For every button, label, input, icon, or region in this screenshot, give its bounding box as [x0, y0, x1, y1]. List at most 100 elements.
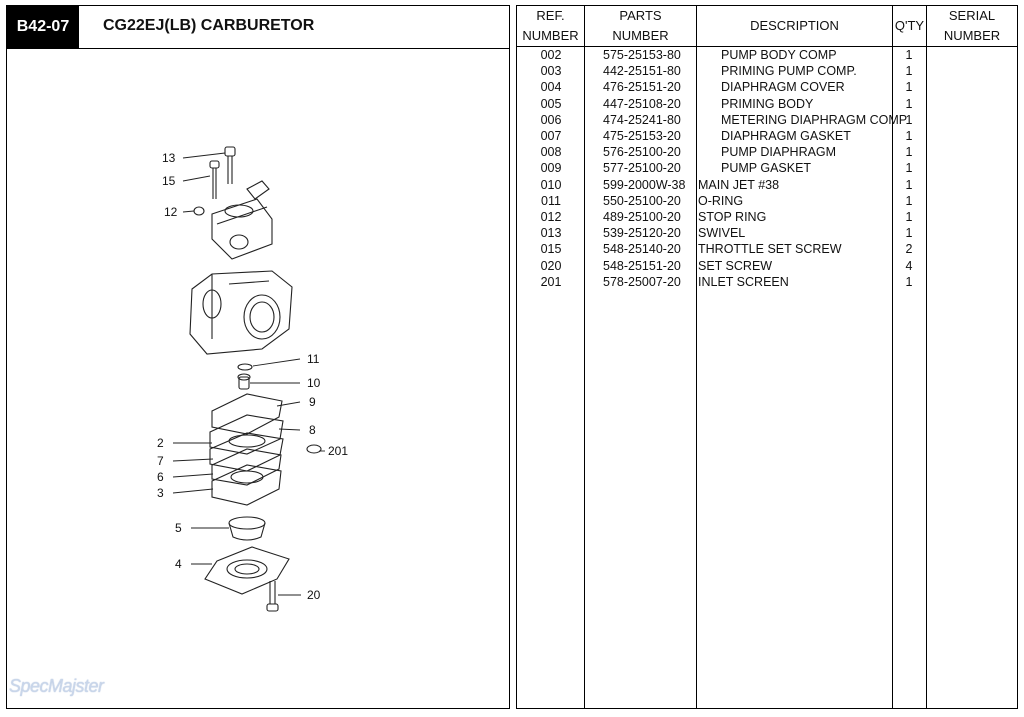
cell-part-number: 578-25007-20: [603, 274, 681, 289]
cell-qty: 2: [905, 242, 913, 257]
cell-description: STOP RING: [698, 210, 767, 224]
cell-part-number: 577-25100-20: [603, 161, 681, 176]
cell-qty: 1: [905, 226, 913, 241]
cell-description: THROTTLE SET SCREW: [698, 242, 842, 257]
cell-ref-number: 002: [540, 48, 562, 62]
cell-part-number: 442-25151-80: [603, 64, 681, 79]
screw-13-icon: [224, 146, 236, 184]
watermark-logo: SpecMajster: [9, 676, 104, 696]
cell-description: SWIVEL: [698, 226, 746, 241]
cell-ref-number: 003: [540, 64, 562, 79]
page-title: CG22EJ(LB) CARBURETOR: [103, 17, 315, 34]
main-jet-10-icon: [237, 373, 251, 390]
callout-9: 9: [309, 395, 316, 409]
cover-4-icon: [204, 546, 290, 595]
callout-8: 8: [309, 423, 316, 437]
header-ref-number: REF.NUMBER: [522, 8, 579, 43]
cell-qty: 4: [905, 258, 913, 273]
callout-13: 13: [162, 151, 176, 165]
cell-qty: 1: [905, 274, 913, 289]
cell-description: DIAPHRAGM GASKET: [721, 129, 851, 143]
cell-ref-number: 011: [541, 193, 561, 208]
cell-qty: 1: [905, 193, 913, 208]
cell-part-number: 548-25140-20: [603, 242, 681, 257]
table-row: 007 475-25153-20 DIAPHRAGM GASKET 1: [517, 128, 1017, 144]
header-description: DESCRIPTION: [750, 18, 839, 33]
exploded-parts-diagram: 13 15 12 11 10 9 8 2 201 7 6 3 5 4 20: [157, 146, 348, 612]
callout-5: 5: [175, 521, 182, 535]
cell-ref-number: 008: [540, 145, 562, 160]
cell-description: PRIMING PUMP COMP.: [721, 64, 857, 79]
screw-20-icon: [266, 581, 279, 612]
cell-part-number: 474-25241-80: [603, 112, 681, 127]
callout-6: 6: [157, 470, 164, 484]
cell-ref-number: 005: [540, 96, 562, 111]
cell-description: O-RING: [698, 193, 744, 208]
carburetor-body-icon: [189, 270, 293, 355]
cell-ref-number: 012: [540, 210, 562, 224]
cell-ref-number: 006: [540, 112, 562, 127]
callout-20: 20: [307, 588, 321, 602]
swivel-body-icon: [211, 180, 273, 260]
table-row: 003 442-25151-80 PRIMING PUMP COMP. 1: [517, 63, 1017, 79]
table-row: 201 578-25007-20 INLET SCREEN 1: [517, 274, 1017, 290]
inlet-screen-201-icon: [306, 444, 322, 454]
table-row: 002 575-25153-80 PUMP BODY COMP 1: [517, 47, 1017, 63]
screw-15-icon: [209, 160, 220, 199]
cell-part-number: 447-25108-20: [603, 96, 681, 111]
cell-ref-number: 007: [540, 129, 562, 143]
stop-ring-12-icon: [193, 206, 205, 216]
cell-part-number: 550-25100-20: [603, 193, 681, 208]
cell-qty: 1: [905, 112, 913, 127]
callout-10: 10: [307, 376, 321, 390]
table-row: 015 548-25140-20 THROTTLE SET SCREW 2: [517, 241, 1017, 257]
cell-description: PRIMING BODY: [721, 96, 814, 111]
title-bar: B42-07 CG22EJ(LB) CARBURETOR: [7, 6, 509, 49]
cell-part-number: 575-25153-80: [603, 48, 681, 62]
cell-description: DIAPHRAGM COVER: [721, 80, 845, 95]
table-row: 011 550-25100-20 O-RING 1: [517, 193, 1017, 209]
cell-part-number: 489-25100-20: [603, 210, 681, 224]
cell-qty: 1: [905, 80, 913, 95]
table-row: 005 447-25108-20 PRIMING BODY 1: [517, 96, 1017, 112]
table-row: 012 489-25100-20 STOP RING 1: [517, 209, 1017, 225]
cell-description: SET SCREW: [698, 258, 773, 273]
callout-7: 7: [157, 454, 164, 468]
callout-201: 201: [328, 444, 348, 458]
cell-qty: 1: [905, 210, 913, 224]
cell-ref-number: 201: [540, 274, 562, 289]
cell-part-number: 476-25151-20: [603, 80, 681, 95]
callout-12: 12: [164, 205, 178, 219]
cell-description: PUMP GASKET: [721, 161, 812, 176]
cell-qty: 1: [905, 48, 913, 62]
cell-qty: 1: [905, 96, 913, 111]
cell-part-number: 475-25153-20: [603, 129, 681, 143]
cell-part-number: 548-25151-20: [603, 258, 681, 273]
cell-description: MAIN JET #38: [698, 177, 780, 192]
cell-description: PUMP BODY COMP: [721, 48, 837, 62]
cell-description: INLET SCREEN: [698, 274, 789, 289]
cell-qty: 1: [905, 161, 913, 176]
cell-qty: 1: [905, 177, 913, 192]
cell-qty: 1: [905, 64, 913, 79]
cell-description: PUMP DIAPHRAGM: [721, 145, 837, 160]
section-code: B42-07: [7, 6, 79, 48]
callout-3: 3: [157, 486, 164, 500]
cell-ref-number: 015: [540, 242, 562, 257]
cell-part-number: 599-2000W-38: [603, 177, 686, 192]
o-ring-11-icon: [237, 363, 253, 371]
gasket-stack-icon: [209, 393, 284, 506]
diagram-panel: B42-07 CG22EJ(LB) CARBURETOR: [6, 5, 510, 709]
cell-ref-number: 013: [540, 226, 562, 241]
callout-4: 4: [175, 557, 182, 571]
cell-part-number: 539-25120-20: [603, 226, 681, 241]
cell-qty: 1: [905, 129, 913, 143]
callout-2: 2: [157, 436, 164, 450]
callout-15: 15: [162, 174, 176, 188]
